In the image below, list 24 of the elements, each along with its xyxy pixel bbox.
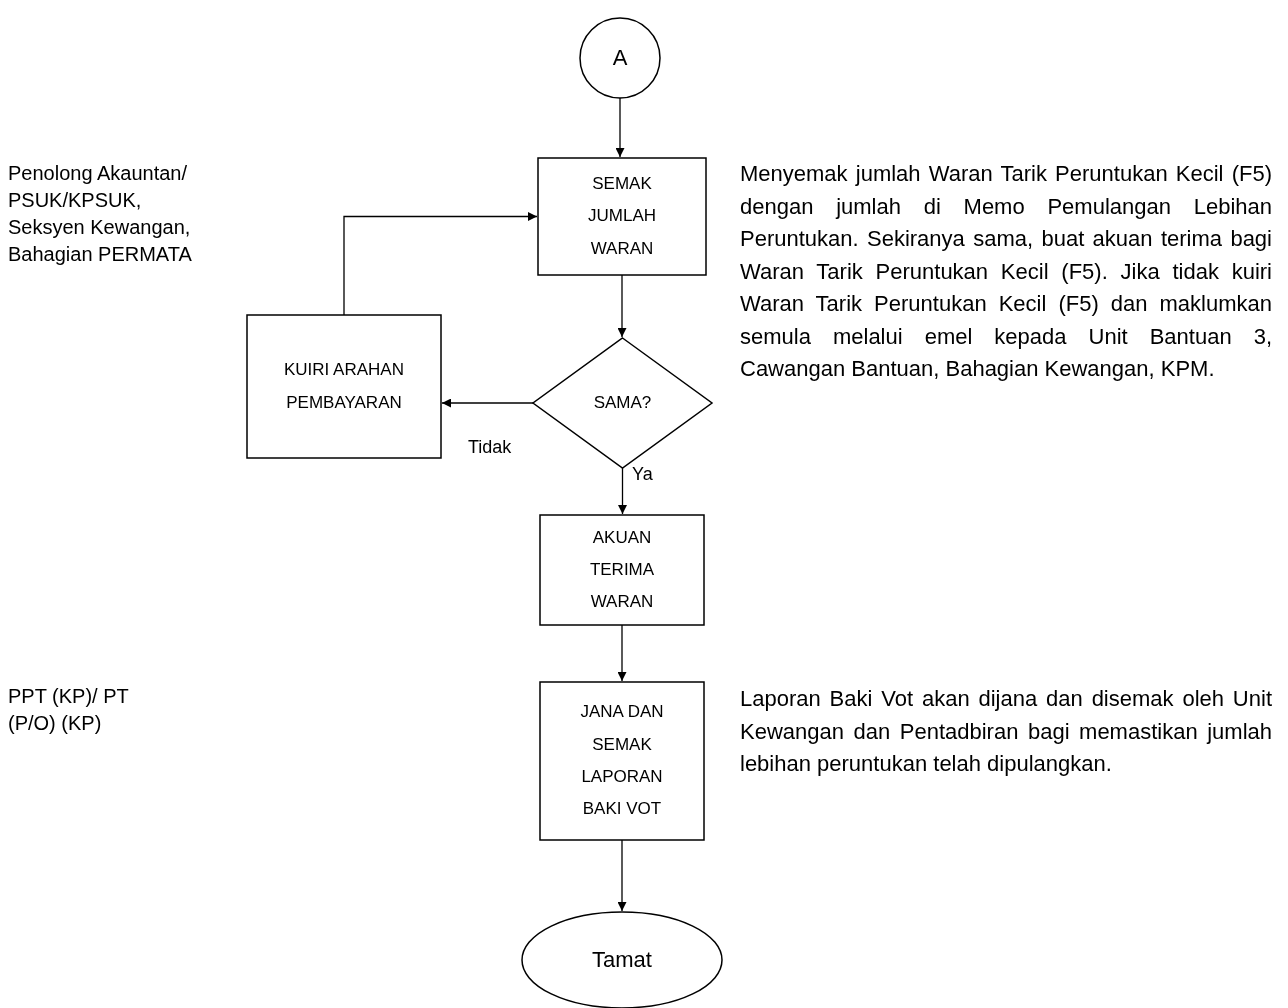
node-text: SEMAK JUMLAH WARAN xyxy=(587,173,657,260)
process-box xyxy=(540,515,704,625)
process-box xyxy=(538,158,706,275)
arrow xyxy=(441,398,534,408)
node-text: AKUAN TERIMA WARAN xyxy=(588,526,656,614)
node-text: KUIRI ARAHAN PEMBAYARAN xyxy=(283,359,405,414)
node-text: A xyxy=(612,44,628,73)
process-box xyxy=(247,315,441,458)
arrow xyxy=(343,212,538,316)
note-text: PPT (KP)/ PT (P/O) (KP) xyxy=(8,684,130,736)
node-text: Tamat xyxy=(592,946,652,975)
note-text: Laporan Baki Vot akan dijana dan disemak oleh Unit Kewangan dan Pentadbiran bagi memastikan jumlah lebihan peruntukan telah dipulangkan. xyxy=(740,685,1272,778)
note-text: Penolong Akauntan/ PSUK/KPSUK, Seksyen Kewangan, Bahagian PERMATA xyxy=(8,161,193,267)
process-box xyxy=(540,682,704,840)
arrow xyxy=(615,97,625,158)
connector-circle xyxy=(580,18,660,98)
arrow xyxy=(618,467,627,515)
note-text: Menyemak jumlah Waran Tarik Peruntukan Kecil (F5) dengan jumlah di Memo Pemulangan Lebihan Peruntukan. Sekiranya sama, buat akuan terima bagi Waran Tarik Peruntukan Kecil (F5). Jika tidak kuiri Waran Tarik Peruntukan Kecil (F5) dan maklumkan semula melalui emel kepada Unit Bantuan 3, Cawangan Bantuan, Bahagian Kewangan, KPM. xyxy=(740,160,1272,383)
decision-diamond xyxy=(533,338,712,468)
arrow xyxy=(617,624,627,682)
node-text: JANA DAN SEMAK LAPORAN BAKI VOT xyxy=(579,701,665,821)
arrow xyxy=(617,839,627,912)
node-text: SAMA? xyxy=(593,391,652,414)
arrow xyxy=(617,274,627,338)
